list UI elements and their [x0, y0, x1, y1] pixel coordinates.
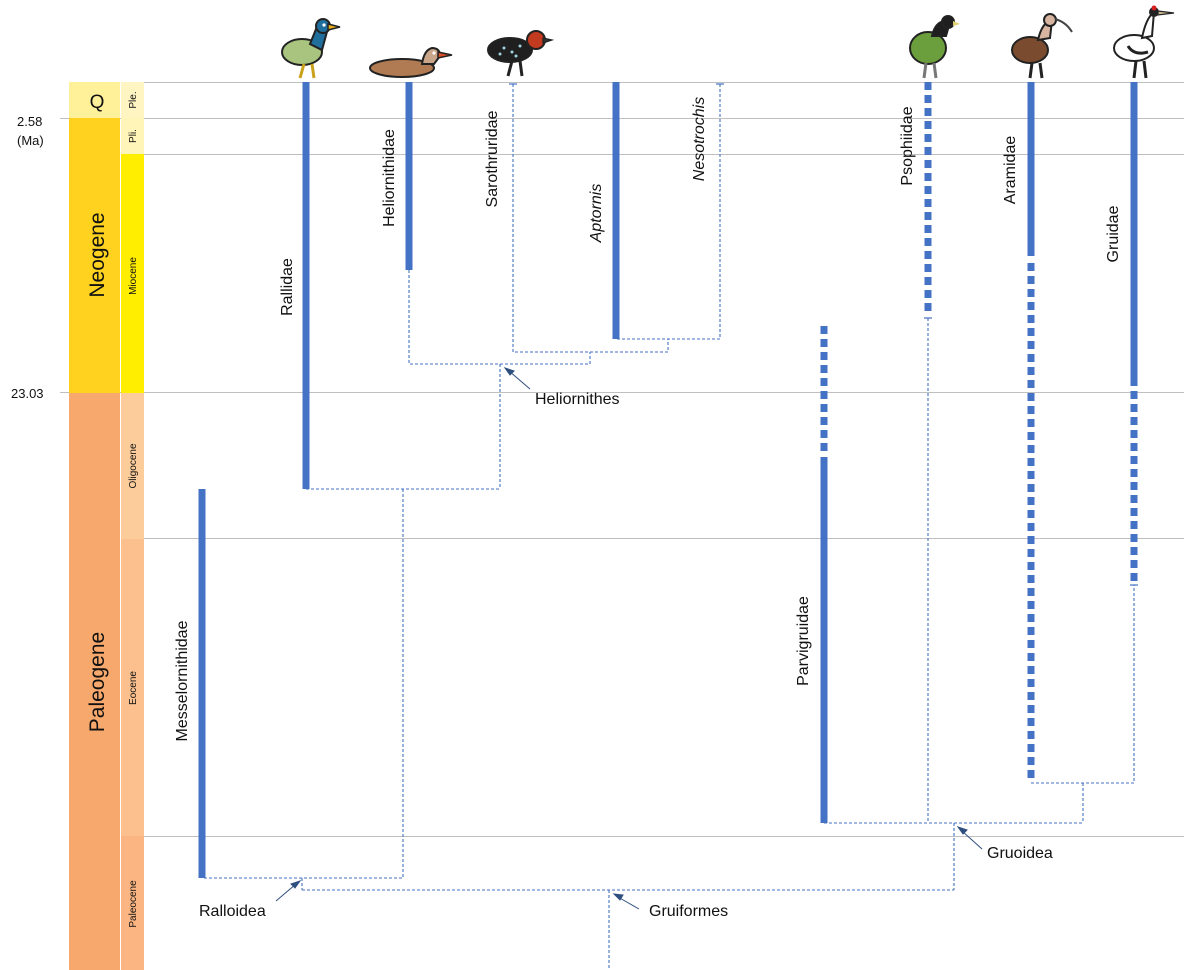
- taxon-label-psophiidae: Psophiidae: [899, 106, 916, 185]
- taxon-label-heliornithidae: Heliornithidae: [381, 129, 398, 227]
- crane-bird-icon: [1113, 5, 1175, 79]
- period-column: Q Neogene Paleogene: [69, 82, 120, 970]
- epoch-eocene-label: Eocene: [128, 671, 139, 705]
- connection-nesotrochis-aptornis: [616, 84, 721, 340]
- connection-aramidae-gruidae: [1031, 585, 1135, 784]
- finfoot-bird-icon: [369, 46, 453, 78]
- period-q-label: Q: [90, 92, 105, 113]
- epoch-pli-label: Pli.: [128, 129, 139, 143]
- flufftail-bird-icon: [487, 30, 555, 77]
- period-paleogene-box: [69, 393, 120, 970]
- clade-label-heliornithes: Heliornithes: [535, 391, 619, 408]
- taxon-labels: Rallidae Heliornithidae Sarothruridae Ap…: [174, 97, 1122, 742]
- epoch-oligocene-label: Oligocene: [128, 443, 139, 488]
- epoch-ple-label: Ple.: [128, 91, 139, 108]
- taxon-label-aptornis: Aptornis: [588, 184, 605, 244]
- connection-heliornithidae: [408, 270, 591, 365]
- lineage-bars: [198, 82, 1138, 878]
- tick-label-ma: (Ma): [17, 133, 44, 148]
- tick-label-2-58: 2.58: [17, 114, 42, 129]
- lineage-caps: [509, 83, 1138, 586]
- epoch-oligocene-box: [121, 393, 144, 539]
- period-neogene-box: [69, 118, 120, 393]
- taxon-label-aramidae: Aramidae: [1002, 136, 1019, 205]
- gruiformes-arrowhead: [612, 893, 624, 901]
- clade-label-ralloidea: Ralloidea: [199, 903, 266, 920]
- taxon-label-gruidae: Gruidae: [1105, 205, 1122, 262]
- period-q-box: [69, 82, 120, 118]
- clade-labels: Heliornithes Ralloidea Gruiformes Gruoid…: [199, 391, 1053, 920]
- epoch-miocene-label: Miocene: [128, 257, 139, 295]
- epoch-paleocene-box: [121, 836, 144, 970]
- taxon-label-sarothruridae: Sarothruridae: [484, 110, 501, 207]
- period-neogene-label: Neogene: [86, 212, 109, 297]
- trumpeter-bird-icon: [909, 15, 960, 79]
- heliornithes-arrow: [508, 370, 531, 390]
- gruiformes-arrow: [617, 896, 640, 910]
- time-tick-labels: 2.58 (Ma) 23.03: [11, 114, 44, 401]
- epoch-pli-box: [121, 118, 144, 154]
- clade-label-gruoidea: Gruoidea: [987, 845, 1053, 862]
- period-paleogene-label: Paleogene: [86, 632, 109, 732]
- taxon-label-rallidae: Rallidae: [279, 258, 296, 316]
- tree-connections: [204, 84, 1135, 970]
- taxon-label-messelornithidae: Messelornithidae: [174, 620, 191, 741]
- ralloidea-arrow: [275, 883, 297, 902]
- gruoidea-arrow: [961, 830, 983, 850]
- tick-label-23-03: 23.03: [11, 386, 44, 401]
- rail-bird-icon: [281, 18, 341, 79]
- clade-arrows: [275, 367, 983, 910]
- epoch-eocene-box: [121, 539, 144, 836]
- taxon-label-nesotrochis: Nesotrochis: [691, 97, 708, 181]
- limpkin-bird-icon: [1011, 13, 1073, 79]
- clade-label-gruiformes: Gruiformes: [649, 903, 728, 920]
- ralloidea-arrowhead: [290, 880, 302, 889]
- gruoidea-arrowhead: [956, 826, 968, 835]
- heliornithes-arrowhead: [503, 367, 515, 376]
- timescale-gridlines: [60, 82, 1184, 837]
- epoch-column: Ple. Pli. Miocene Oligocene Eocene Paleo…: [121, 82, 144, 970]
- taxon-label-parvigruidae: Parvigruidae: [795, 596, 812, 686]
- epoch-paleocene-label: Paleocene: [128, 880, 139, 928]
- ghost-lineages: [820, 82, 1138, 779]
- epoch-miocene-box: [121, 154, 144, 393]
- epoch-ple-box: [121, 82, 144, 118]
